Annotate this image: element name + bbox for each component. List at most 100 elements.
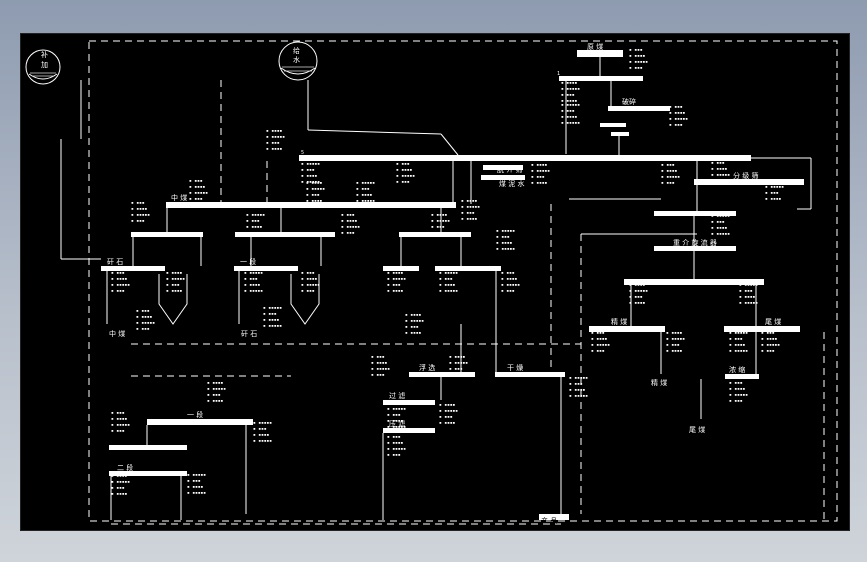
node-mid-coal-label: 矸 石 <box>107 258 123 266</box>
annotation-line: ▪ ▪▪▪▪ <box>561 99 578 104</box>
annotation-line: ▪ ▪▪▪▪ <box>263 318 280 323</box>
annotation-line: ▪ ▪▪▪▪▪ <box>561 103 580 108</box>
node-mid-bar[interactable] <box>166 202 456 208</box>
node-grading-sieve[interactable] <box>694 179 804 185</box>
flowsheet-diagram: 补 加 给 水 原 煤 1 破碎 5 脱 介 筛 煤 泥 水 分 级 筛 重 介… <box>25 40 838 525</box>
node-dewater[interactable] <box>483 165 523 170</box>
node-mid-coal[interactable] <box>101 266 165 271</box>
node-clean[interactable] <box>589 326 665 332</box>
annotation-line: ▪ ▪▪▪ <box>166 283 180 288</box>
node-filter[interactable] <box>383 400 435 405</box>
annotation-line: ▪ ▪▪▪▪ <box>207 399 224 404</box>
node-crusher[interactable] <box>608 106 670 111</box>
node-gangue[interactable] <box>234 266 298 271</box>
node-raw-coal[interactable] <box>577 50 623 57</box>
node-dry[interactable] <box>495 372 565 377</box>
annotation-line: ▪ ▪▪▪▪ <box>207 381 224 386</box>
node-right-dist[interactable] <box>624 279 764 285</box>
annotation-group: ▪ ▪▪▪▪ ▪▪▪▪▪ ▪▪▪▪▪▪ ▪▪▪▪ ▪▪▪▪▪ ▪▪▪▪▪▪ ▪▪… <box>111 48 784 497</box>
node-conc[interactable] <box>725 374 759 379</box>
node-sub-5[interactable] <box>435 266 501 271</box>
annotation-line: ▪ ▪▪▪▪ <box>387 289 404 294</box>
annotation-line: ▪ ▪▪▪▪ <box>111 417 128 422</box>
node-tail[interactable] <box>724 326 800 332</box>
annotation-line: ▪ ▪▪▪▪▪ <box>301 180 320 185</box>
annotation-line: ▪ ▪▪▪▪ <box>387 271 404 276</box>
node-fine-stage[interactable] <box>147 419 253 425</box>
funnel-1 <box>158 274 188 325</box>
annotation-line: ▪ ▪▪▪▪▪ <box>739 283 758 288</box>
annotation-line: ▪ ▪▪▪▪ <box>765 179 782 184</box>
node-slime-water[interactable] <box>481 175 525 180</box>
annotation-line: ▪ ▪▪▪ <box>301 271 315 276</box>
annotation-line: ▪ ▪▪▪▪ <box>356 193 373 198</box>
tank-mid-label-2: 水 <box>293 55 300 64</box>
annotation-line: ▪ ▪▪▪▪▪ <box>431 219 450 224</box>
annotation-line: ▪ ▪▪▪▪ <box>131 207 148 212</box>
annotation-line: ▪ ▪▪▪ <box>189 197 203 202</box>
node-main-bar[interactable] <box>299 155 751 161</box>
annotation-line: ▪ ▪▪▪▪▪ <box>387 425 406 430</box>
annotation-line: ▪ ▪▪▪▪ <box>449 355 466 360</box>
annotation-line: ▪ ▪▪▪ <box>371 355 385 360</box>
annotation-line: ▪ ▪▪▪▪ <box>591 337 608 342</box>
annotation-line: ▪ ▪▪▪▪▪ <box>263 306 282 311</box>
annotation-line: ▪ ▪▪▪▪▪ <box>356 199 375 204</box>
annotation-line: ▪ ▪▪▪ <box>189 179 203 184</box>
node-raw-coal-label: 原 煤 <box>587 42 603 51</box>
annotation-line: ▪ ▪▪▪ <box>739 289 753 294</box>
node-press[interactable] <box>383 428 435 433</box>
node-sieve-c[interactable] <box>654 246 736 251</box>
node-crusher-label: 破碎 <box>622 97 636 106</box>
annotation-line: ▪ ▪▪▪▪ <box>387 441 404 446</box>
annotation-line: ▪ ▪▪▪▪ <box>405 313 422 318</box>
outer-dashed-frame <box>88 40 838 522</box>
annotation-line: ▪ ▪▪▪▪ <box>761 337 778 342</box>
annotation-line: ▪ ▪▪▪▪▪ <box>263 324 282 329</box>
annotation-line: ▪ ▪▪▪▪ <box>461 199 478 204</box>
node-sub-1[interactable] <box>131 232 203 237</box>
annotation-line: ▪ ▪▪▪▪▪ <box>531 169 550 174</box>
annotation-line: ▪ ▪▪▪▪▪ <box>661 175 680 180</box>
node-sieve-b[interactable] <box>654 211 736 216</box>
annotation-line: ▪ ▪▪▪▪ <box>561 115 578 120</box>
annotation-line: ▪ ▪▪▪ <box>136 309 150 314</box>
annotation-line: ▪ ▪▪▪▪▪ <box>439 289 458 294</box>
annotation-line: ▪ ▪▪▪▪ <box>387 419 404 424</box>
annotation-line: ▪ ▪▪▪▪▪ <box>739 301 758 306</box>
annotation-line: ▪ ▪▪▪▪ <box>449 373 466 378</box>
annotation-line: ▪ ▪▪▪ <box>263 312 277 317</box>
annotation-line: ▪ ▪▪▪▪ <box>666 331 683 336</box>
node-sieve-1[interactable] <box>559 76 643 81</box>
annotation-line: ▪ ▪▪▪ <box>669 105 683 110</box>
node-sub-3[interactable] <box>399 232 471 237</box>
annotation-line: ▪ ▪▪▪ <box>301 168 315 173</box>
annotation-line: ▪ ▪▪▪▪▪ <box>396 174 415 179</box>
node-flot[interactable] <box>409 372 475 377</box>
annotation-line: ▪ ▪▪▪▪▪ <box>729 349 748 354</box>
annotation-line: ▪ ▪▪▪▪ <box>266 147 283 152</box>
annotation-line: ▪ ▪▪▪ <box>371 373 385 378</box>
annotation-line: ▪ ▪▪▪ <box>253 427 267 432</box>
annotation-line: ▪ ▪▪▪ <box>591 349 605 354</box>
annotation-line: ▪ ▪▪▪▪▪ <box>253 421 272 426</box>
annotation-line: ▪ ▪▪▪ <box>711 161 725 166</box>
node-product[interactable] <box>539 514 569 520</box>
annotation-line: ▪ ▪▪▪▪▪ <box>131 213 150 218</box>
annotation-line: ▪ ▪▪▪ <box>306 193 320 198</box>
annotation-line: ▪ ▪▪▪ <box>531 175 545 180</box>
annotation-line: ▪ ▪▪▪▪ <box>729 387 746 392</box>
node-main-number: 5 <box>301 150 304 156</box>
node-fine-3[interactable] <box>109 471 187 476</box>
node-sub-4[interactable] <box>383 266 419 271</box>
annotation-line: ▪ ▪▪▪ <box>765 191 779 196</box>
node-sub-2[interactable] <box>235 232 335 237</box>
annotation-line: ▪ ▪▪▪ <box>387 435 401 440</box>
annotation-line: ▪ ▪▪▪▪▪ <box>496 229 515 234</box>
node-slime-water-label: 煤 泥 水 <box>499 179 524 188</box>
drawing-viewport[interactable]: 补 加 给 水 原 煤 1 破碎 5 脱 介 筛 煤 泥 水 分 级 筛 重 介… <box>20 33 850 531</box>
node-fine-stage-label: 一 段 <box>187 410 203 419</box>
annotation-line: ▪ ▪▪▪ <box>439 277 453 282</box>
node-fine-2[interactable] <box>109 445 187 450</box>
annotation-line: ▪ ▪▪▪▪▪ <box>187 473 206 478</box>
